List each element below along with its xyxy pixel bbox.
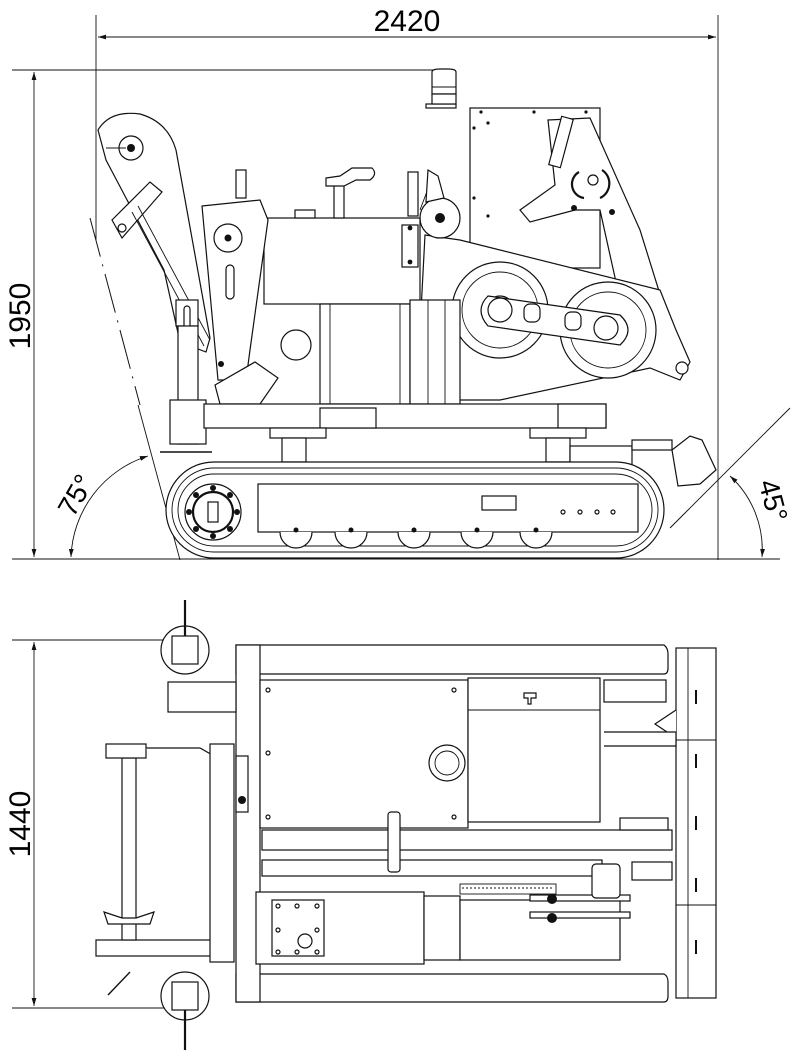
approach-angle-annotation: 75°: [52, 217, 181, 561]
filter: [280, 329, 312, 361]
dimension-height: 1950: [4, 69, 780, 560]
width-label: 1440: [4, 791, 37, 858]
dimension-width: 1440: [4, 639, 170, 1009]
pillar: [235, 169, 247, 199]
beacon-light-icon: [425, 68, 457, 109]
hydraulic-cylinder: [547, 115, 575, 169]
gear-wheel-icon: [419, 168, 461, 239]
drive-unit: [459, 899, 621, 961]
knob-icon: [297, 933, 313, 949]
departure-angle-label: 45°: [753, 476, 794, 525]
drive-belt-link: [480, 295, 629, 346]
hydraulic-tank: [263, 217, 421, 305]
cable-reel: [95, 743, 249, 996]
engine-block: [319, 303, 411, 405]
crawler-track: [165, 461, 665, 559]
lift-arm: [201, 199, 279, 405]
outrigger-bottom: [160, 971, 210, 1050]
height-label: 1950: [4, 283, 37, 350]
dimension-length: 2420: [95, 5, 719, 560]
track-top: [235, 644, 669, 675]
filler-ring: [428, 744, 466, 782]
front-boom: [97, 112, 211, 353]
front-outrigger: [160, 299, 212, 453]
main-frame: [203, 403, 607, 429]
fuel-tank-cover: [467, 677, 601, 823]
side-view: [97, 68, 717, 559]
road-wheels: [279, 527, 553, 549]
drive-sprocket: [184, 483, 242, 541]
length-label: 2420: [374, 5, 441, 38]
fuel-cap-icon: [523, 692, 537, 705]
approach-angle-label: 75°: [52, 469, 100, 521]
outrigger-top: [160, 600, 237, 713]
track-bottom: [235, 973, 669, 1003]
top-view: [95, 600, 717, 1050]
lever-handle: [325, 167, 376, 187]
rear-blade: [671, 435, 717, 487]
dozer-blade: [604, 647, 717, 999]
